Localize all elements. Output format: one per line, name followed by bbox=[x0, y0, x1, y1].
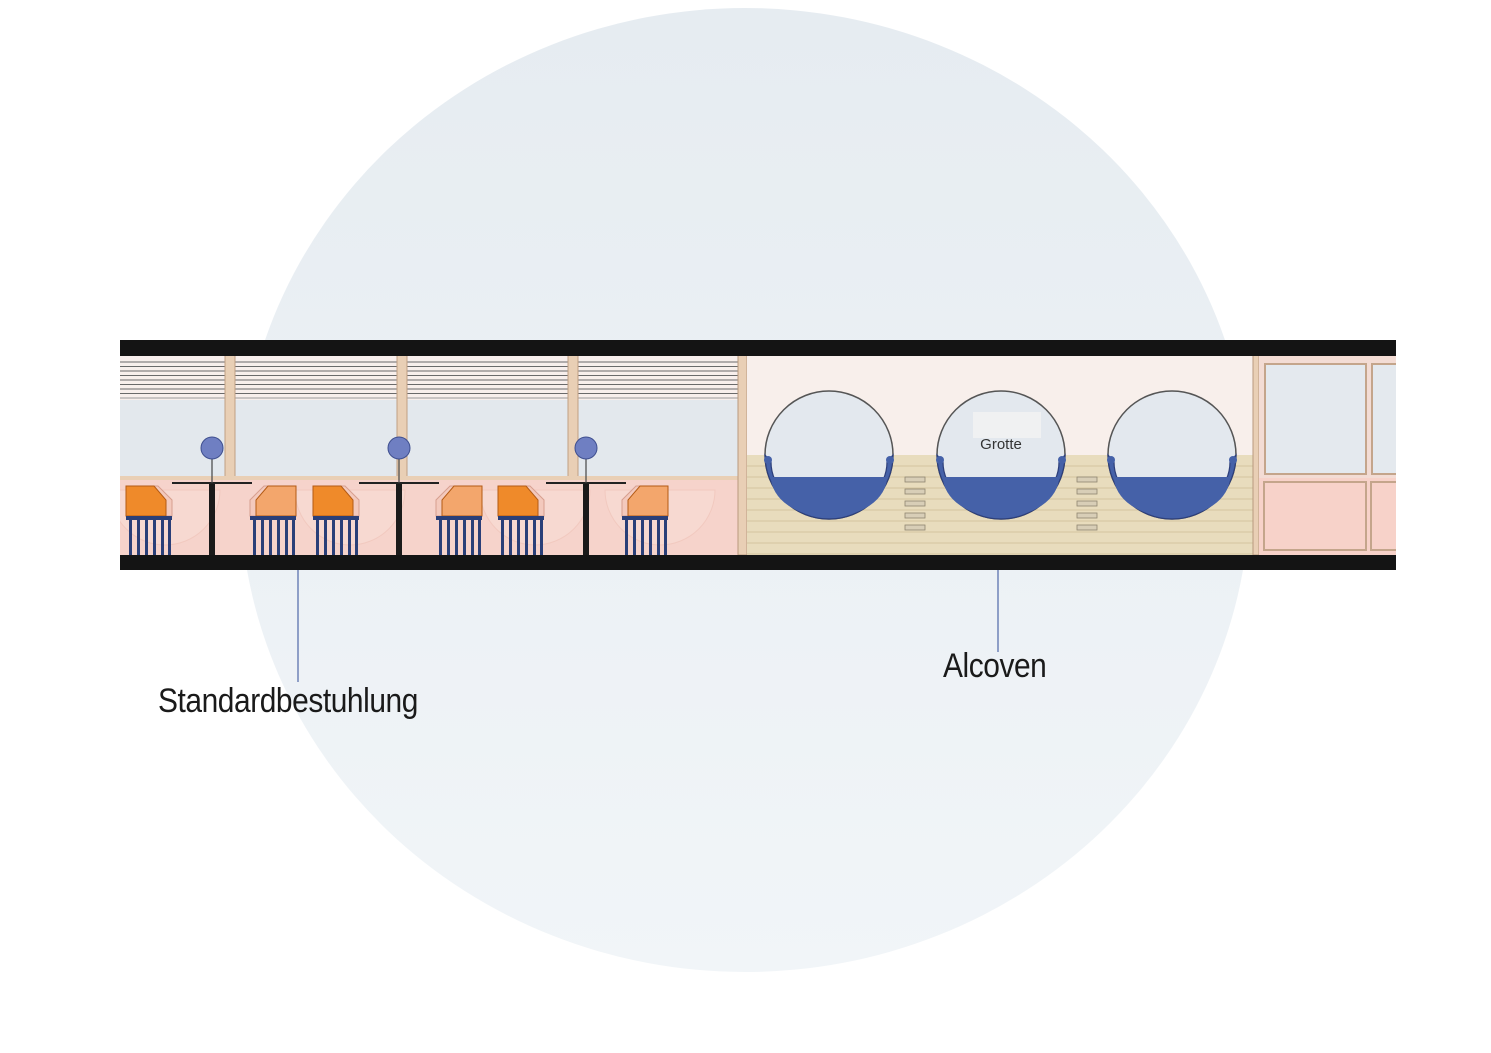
window-band bbox=[120, 400, 740, 478]
step bbox=[904, 500, 926, 507]
step bbox=[1076, 500, 1098, 507]
standard-seating-label: Standardbestuhlung bbox=[158, 682, 418, 720]
alcove-pod bbox=[764, 390, 894, 520]
step bbox=[1076, 524, 1098, 531]
pendant-lamp bbox=[200, 436, 224, 460]
building-section bbox=[120, 340, 1396, 570]
timber-post bbox=[224, 354, 236, 479]
chair bbox=[249, 485, 297, 555]
table-leg bbox=[583, 484, 589, 555]
pendant-lamp bbox=[387, 436, 411, 460]
step bbox=[1076, 488, 1098, 495]
grotto-sign: Grotte bbox=[980, 436, 1022, 453]
step bbox=[1076, 512, 1098, 519]
roof-slab bbox=[120, 340, 1396, 356]
pendant-lamp bbox=[574, 436, 598, 460]
step bbox=[904, 524, 926, 531]
chair bbox=[125, 485, 173, 555]
step bbox=[904, 488, 926, 495]
seating-zone bbox=[120, 354, 748, 556]
right-zone bbox=[1259, 355, 1396, 555]
table-leg bbox=[209, 484, 215, 555]
step bbox=[904, 512, 926, 519]
chair bbox=[621, 485, 669, 555]
tables bbox=[172, 436, 626, 555]
chair bbox=[312, 485, 360, 555]
blinds bbox=[120, 361, 740, 399]
timber-post bbox=[567, 354, 579, 479]
alcove-pod bbox=[936, 390, 1066, 520]
step bbox=[904, 476, 926, 483]
alcove-pod bbox=[1107, 390, 1237, 520]
step bbox=[1076, 476, 1098, 483]
chair bbox=[435, 485, 483, 555]
alcove-zone bbox=[747, 354, 1260, 556]
alcoves-label: Alcoven bbox=[943, 647, 1047, 685]
floor-slab bbox=[120, 555, 1396, 570]
table-leg bbox=[396, 484, 402, 555]
chair bbox=[497, 485, 545, 555]
chairs bbox=[125, 485, 669, 555]
